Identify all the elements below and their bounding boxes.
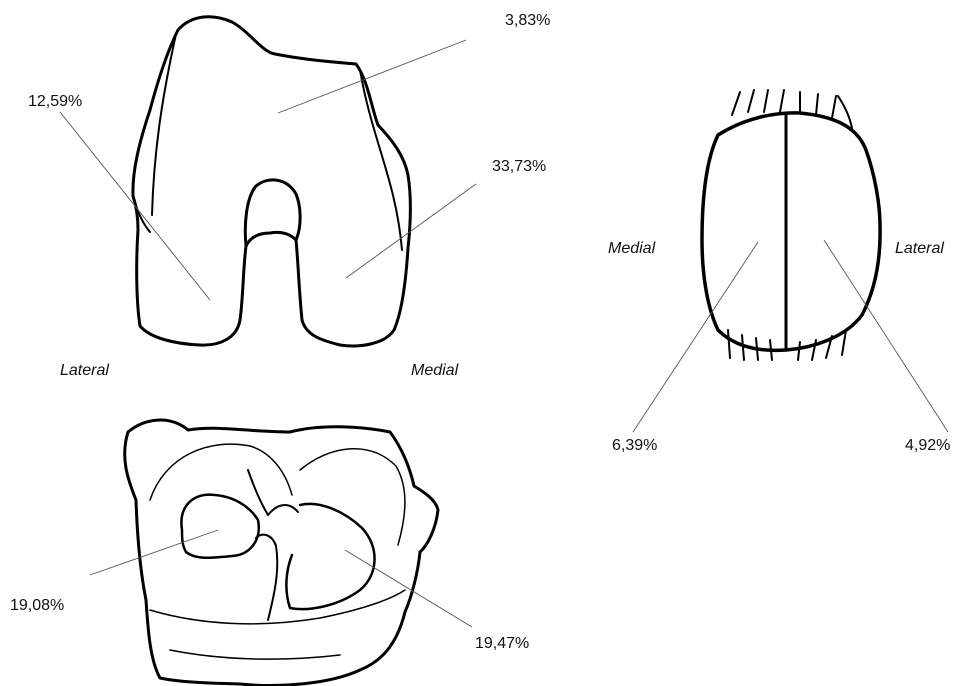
leader-lateral-facet [824, 240, 948, 432]
label-femur-lateral-side: Lateral [60, 362, 109, 380]
tibia-illustration [125, 420, 438, 685]
tibia-medial-plateau [286, 504, 374, 609]
femur-illustration [133, 17, 410, 346]
tibia-rim-inner [150, 444, 292, 500]
label-trochlea-percent: 3,83% [505, 12, 550, 30]
label-lateral-plateau-percent: 19,08% [10, 597, 64, 615]
label-lateral-facet-percent: 4,92% [905, 437, 950, 455]
patella-outline [702, 113, 880, 350]
label-patella-medial-side: Medial [608, 240, 655, 258]
leader-medial-facet [633, 242, 758, 432]
label-medial-condyle-percent: 33,73% [492, 158, 546, 176]
tibia-anterior-fold [150, 590, 405, 659]
leader-lateral-condyle [60, 112, 210, 300]
label-medial-facet-percent: 6,39% [612, 437, 657, 455]
femur-medial-condyle-edge [360, 70, 402, 250]
patella-illustration [702, 90, 880, 360]
tibia-lateral-plateau [181, 495, 258, 558]
label-patella-lateral-side: Lateral [895, 240, 944, 258]
leader-medial-plateau [345, 550, 472, 627]
tibia-rim-inner-right [300, 449, 405, 545]
label-medial-plateau-percent: 19,47% [475, 635, 529, 653]
label-femur-medial-side: Medial [411, 362, 458, 380]
patella-tendon-top [732, 90, 852, 128]
label-lateral-condyle-percent: 12,59% [28, 93, 82, 111]
leader-lateral-plateau [90, 530, 218, 575]
tibia-outline [125, 420, 438, 685]
leader-lines [60, 40, 948, 627]
